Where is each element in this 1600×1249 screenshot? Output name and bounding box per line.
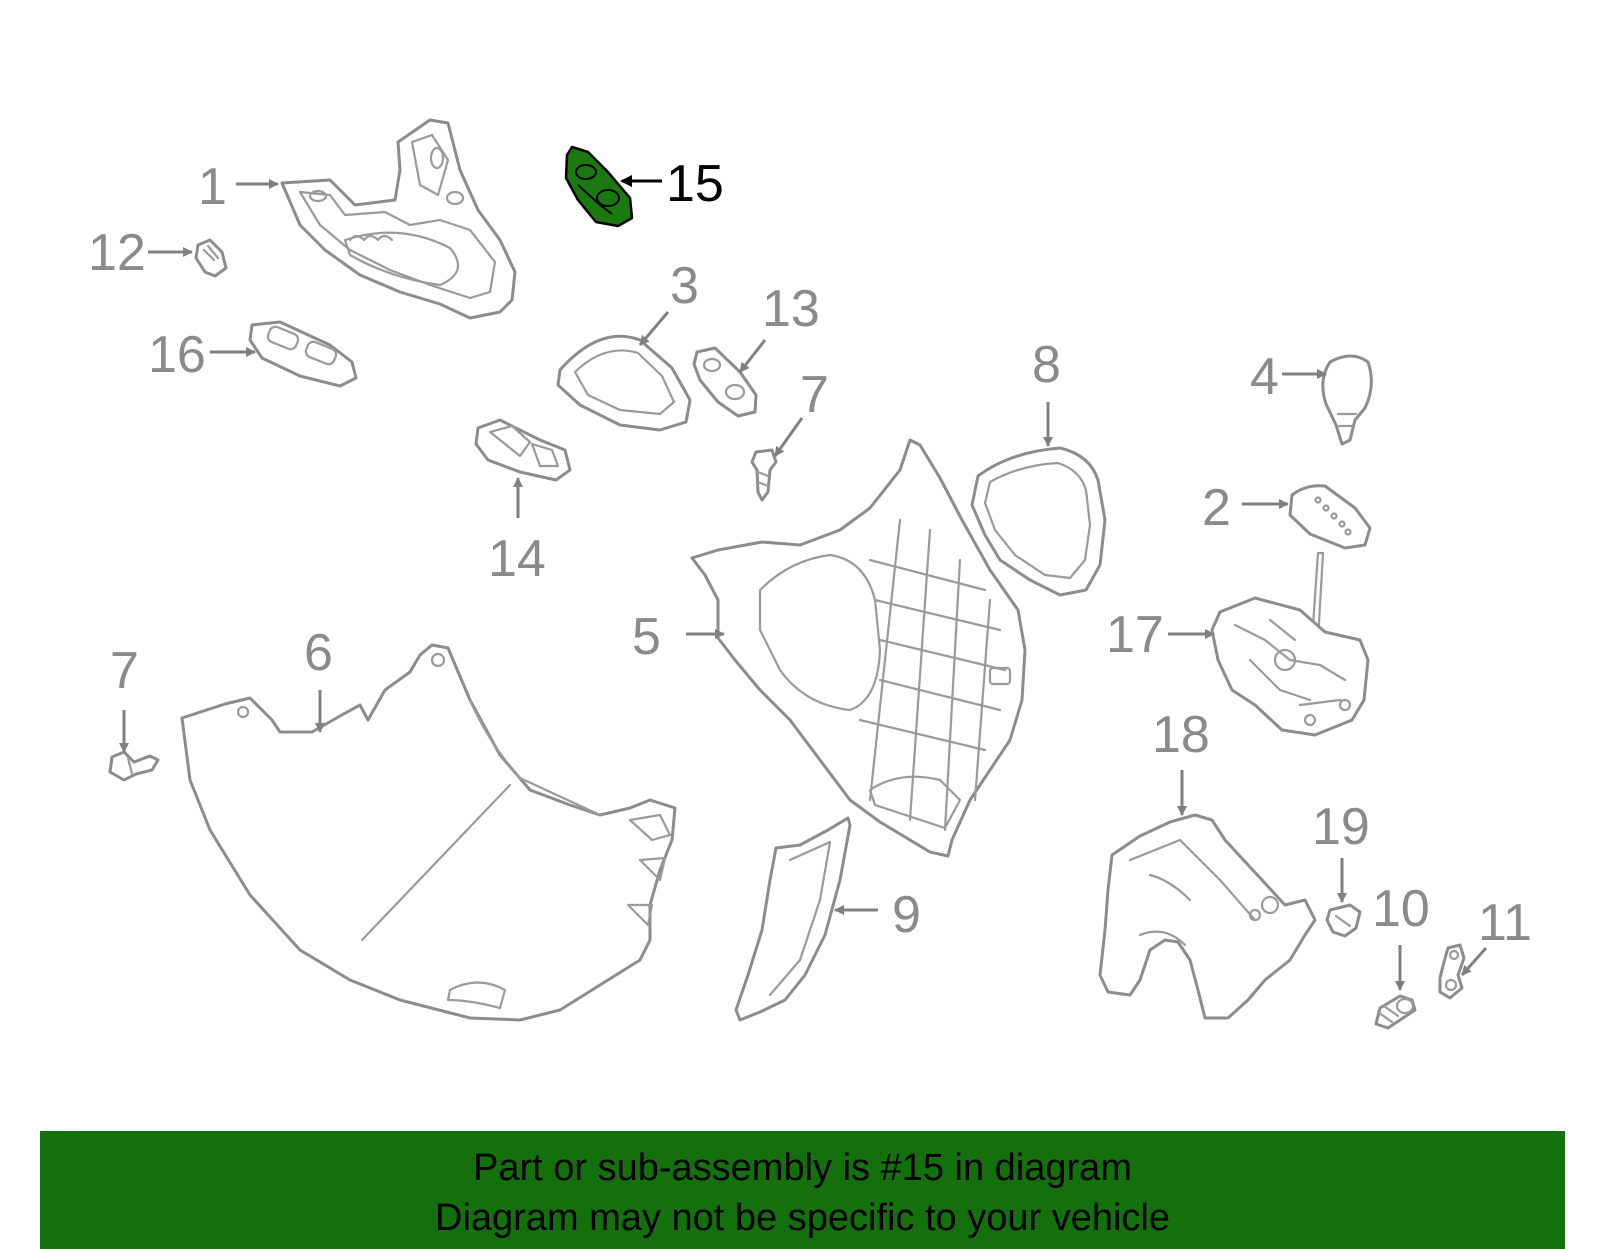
part-18-bracket [1098, 813, 1317, 1020]
part-13-switch [692, 346, 758, 418]
part-4-shift-knob [1321, 354, 1373, 446]
callout-1: 1 [198, 158, 227, 216]
callout-4: 4 [1250, 348, 1279, 406]
callout-15: 15 [666, 155, 724, 213]
callout-3: 3 [670, 257, 699, 315]
callout-16: 16 [148, 326, 206, 384]
callout-10: 10 [1372, 880, 1430, 938]
callout-13: 13 [762, 280, 820, 338]
part-16-switch [248, 320, 358, 388]
part-2-shift-indicator [1288, 484, 1372, 550]
callout-17: 17 [1106, 606, 1164, 664]
part-14-switch [474, 418, 572, 482]
callout-12: 12 [88, 224, 146, 282]
callout-18: 18 [1152, 706, 1210, 764]
callout-labels: 1 2 3 4 5 6 7 7 8 9 10 11 12 13 14 15 16… [88, 155, 1532, 952]
callout-2: 2 [1202, 479, 1231, 537]
callout-7-lower: 7 [110, 642, 139, 700]
callout-5: 5 [632, 608, 661, 666]
callout-19: 19 [1312, 798, 1370, 856]
part-5-console-panel [690, 438, 1027, 858]
info-banner: Part or sub-assembly is #15 in diagram D… [40, 1131, 1565, 1249]
banner-line-2: Diagram may not be specific to your vehi… [435, 1197, 1170, 1239]
part-17-shifter [1210, 551, 1370, 737]
parts-diagram: 1 2 3 4 5 6 7 7 8 9 10 11 12 13 14 15 16… [88, 118, 1532, 1030]
leader-lines [119, 175, 1488, 991]
callout-14: 14 [488, 530, 546, 588]
part-1-console-bezel [280, 118, 517, 320]
part-19-clip [1325, 903, 1362, 938]
part-7-push-pin-upper [750, 448, 778, 502]
part-9-side-trim [734, 816, 852, 1022]
part-10-screw [1374, 994, 1417, 1030]
part-11-clip [1438, 943, 1466, 1000]
callout-11: 11 [1478, 894, 1532, 952]
part-7-push-pin-lower [108, 750, 160, 782]
part-6-lower-console [180, 643, 677, 1022]
callout-8: 8 [1032, 336, 1061, 394]
callout-6: 6 [304, 624, 333, 682]
part-15-switch-panel [564, 145, 634, 228]
callout-9: 9 [892, 886, 921, 944]
callout-7-upper: 7 [800, 366, 829, 424]
part-3-bezel [556, 334, 692, 432]
banner-line-1: Part or sub-assembly is #15 in diagram [473, 1147, 1132, 1189]
part-8-boot-frame [970, 446, 1107, 597]
part-12-clip [194, 238, 228, 278]
